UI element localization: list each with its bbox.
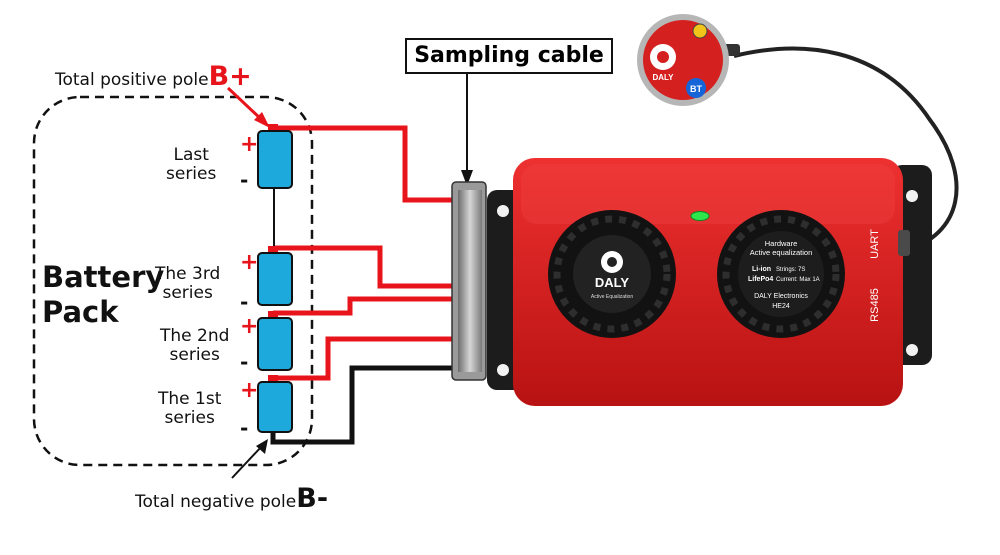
cell-2nd-body — [257, 317, 293, 371]
wire-2nd — [273, 296, 460, 316]
battery-pack-label: Battery Pack — [42, 260, 165, 329]
cell-last-body — [257, 130, 293, 189]
positive-pole-symbol: B+ — [208, 61, 252, 92]
cells — [257, 124, 293, 433]
sampling-connector — [451, 181, 487, 381]
wire-1st — [273, 336, 460, 381]
wire-3rd — [273, 245, 460, 289]
cell-3rd — [268, 246, 278, 254]
bt-cable — [733, 46, 959, 252]
battery-pack-outline — [32, 95, 314, 467]
plus-sign-2nd: + — [240, 314, 259, 339]
cell-3rd-body — [257, 252, 293, 306]
wire-b-minus — [270, 365, 460, 445]
hw-line1: Hardware — [765, 239, 798, 248]
chem-2: LifePo4 — [748, 276, 773, 283]
plus-sign-1st: + — [240, 378, 259, 403]
uart-socket — [898, 230, 910, 256]
negative-pole-symbol: B- — [296, 483, 329, 514]
minus-sign-2nd: - — [240, 350, 249, 374]
minus-sign-3rd: - — [240, 290, 249, 314]
fan-brand: DALY — [595, 275, 630, 290]
minus-sign-last: - — [240, 168, 249, 192]
strings: Strings: 7S — [776, 267, 805, 273]
cell-1st-body — [257, 381, 293, 433]
sampling-cable-label: Sampling cable — [405, 38, 613, 74]
negative-pole-label: Total negative poleB- — [135, 483, 329, 514]
chem-1: Li-ion — [752, 266, 771, 273]
cell-last — [268, 124, 278, 132]
port-uart: UART — [869, 229, 881, 259]
positive-pole-label: Total positive poleB+ — [55, 61, 252, 92]
fan-left: DALY Active Equalization — [548, 210, 676, 338]
wire-b-plus — [273, 125, 460, 203]
sampling-cable-arrow — [461, 74, 473, 186]
fan-subtitle: Active Equalization — [591, 294, 633, 300]
pole-arrows — [226, 86, 270, 479]
fan-right: Hardware Active equalization Li-ion Stri… — [717, 210, 845, 338]
hw-line2: Active equalization — [750, 248, 813, 257]
cell-1st — [268, 375, 278, 383]
model: HE24 — [772, 303, 790, 310]
cell-2nd — [268, 311, 278, 319]
bt-badge: BT — [690, 84, 702, 94]
current: Current: Max 1A — [776, 277, 820, 283]
bt-module: DALY BT — [637, 14, 740, 106]
minus-sign-1st: - — [240, 416, 249, 440]
bms-board: DALY Active Equalization Hardware Active… — [487, 158, 932, 406]
sampling-wires — [270, 125, 460, 445]
plus-sign-last: + — [240, 132, 259, 157]
port-rs485: RS485 — [869, 288, 881, 322]
maker: DALY Electronics — [754, 293, 808, 300]
plus-sign-3rd: + — [240, 250, 259, 275]
bt-brand: DALY — [652, 73, 674, 82]
bms-led — [690, 211, 710, 221]
